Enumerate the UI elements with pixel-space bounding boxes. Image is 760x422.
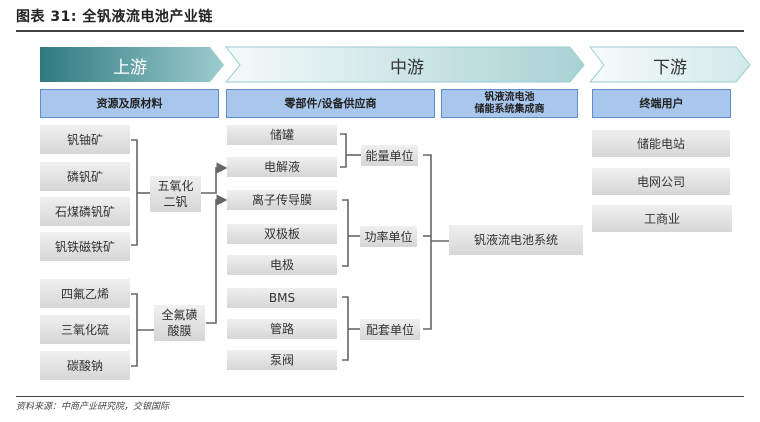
part-box: BMS	[227, 288, 337, 308]
category-raw-materials: 资源及原材料	[40, 89, 219, 118]
part-box: 电解液	[227, 157, 337, 177]
stage-upstream-chevron	[40, 47, 224, 82]
stage-arrows	[40, 46, 751, 83]
end-user-box: 工商业	[592, 205, 732, 232]
stage-midstream-chevron	[224, 46, 585, 83]
ore-box: 钒铀矿	[40, 125, 130, 154]
membrane-material-box: 四氟乙烯	[40, 279, 130, 308]
arrow-membrane-ionmembrane	[206, 194, 228, 324]
category-end-users: 终端用户	[592, 89, 731, 118]
part-box: 离子传导膜	[227, 190, 337, 210]
energy-unit-box: 能量单位	[361, 145, 418, 166]
stage-upstream-label: 上游	[113, 58, 147, 78]
stage-downstream-label: 下游	[653, 58, 687, 78]
stage-midstream-label: 中游	[390, 58, 424, 78]
ore-box: 钒铁磁铁矿	[40, 232, 130, 261]
v2o5-box: 五氧化 二钒	[150, 176, 201, 212]
end-user-box: 电网公司	[592, 168, 730, 195]
membrane-material-box: 碳酸钠	[40, 351, 130, 380]
support-unit-box: 配套单位	[360, 319, 420, 340]
source-note: 资料来源：中商产业研究院，交银国际	[16, 402, 170, 412]
membrane-material-box: 三氧化硫	[40, 315, 130, 344]
arrow-v2o5-electrolyte	[201, 162, 228, 194]
part-box: 管路	[227, 319, 337, 339]
vrfb-system-box: 钒液流电池系统	[449, 225, 583, 255]
bracket-energy	[340, 133, 347, 168]
bracket-units-system	[423, 154, 432, 330]
bottom-rule	[16, 396, 744, 397]
figure-title: 图表 31: 全钒液流电池产业链	[16, 9, 213, 25]
part-box: 电极	[227, 255, 337, 275]
part-box: 储罐	[227, 125, 337, 145]
part-box: 泵阀	[227, 350, 337, 370]
power-unit-box: 功率单位	[360, 226, 417, 247]
category-component-suppliers: 零部件/设备供应商	[226, 89, 435, 118]
ore-box: 石煤磷钒矿	[40, 197, 130, 226]
bracket-power	[342, 199, 349, 267]
category-system-integrators: 钒液流电池 储能系统集成商	[441, 89, 578, 118]
end-user-box: 储能电站	[592, 130, 730, 157]
stage-downstream-chevron	[588, 46, 751, 83]
part-box: 双极板	[227, 224, 337, 244]
top-rule	[16, 30, 744, 32]
bracket-support	[342, 296, 349, 361]
bracket-membrane-materials	[131, 293, 138, 367]
pfsa-membrane-box: 全氟磺 酸膜	[154, 305, 205, 341]
ore-box: 磷钒矿	[40, 162, 130, 191]
bracket-ores	[131, 139, 138, 246]
